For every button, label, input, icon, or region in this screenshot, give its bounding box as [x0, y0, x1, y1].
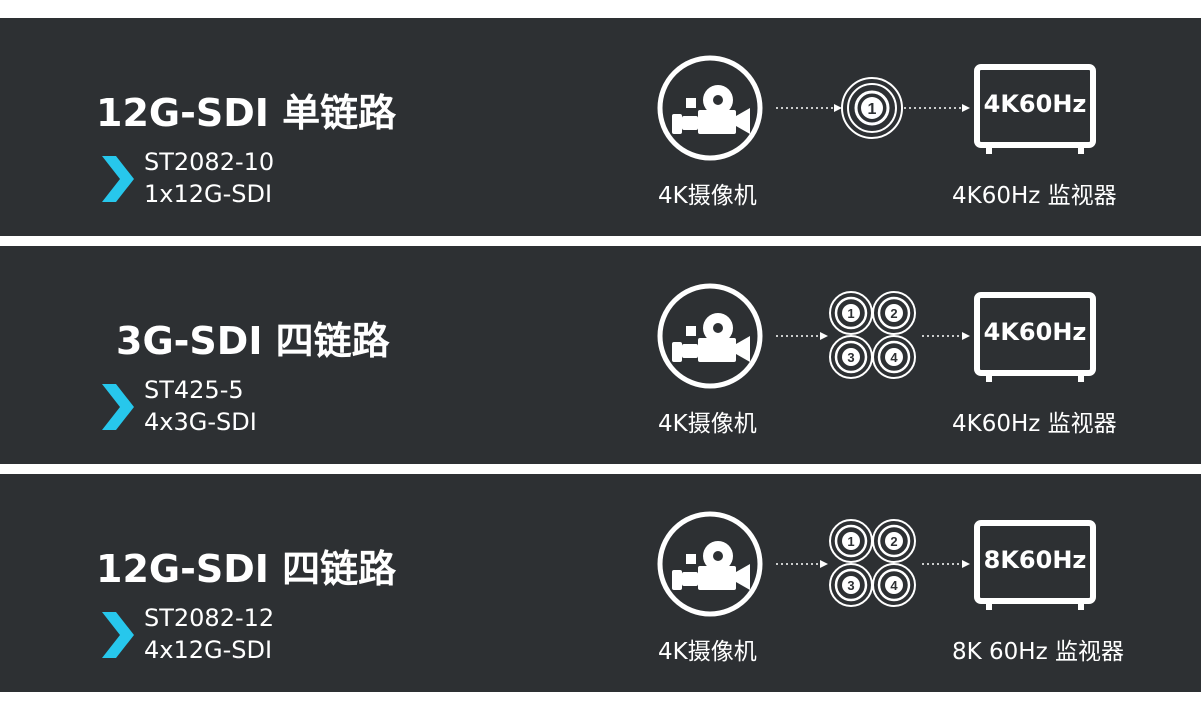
- spec-standard: ST425-5: [144, 376, 244, 404]
- connector-number: 4: [890, 578, 898, 593]
- spec-block: ST2082-12 4x12G-SDI: [144, 602, 274, 666]
- connector-number: 1: [847, 534, 854, 549]
- spec-link: 1x12G-SDI: [144, 180, 273, 208]
- monitor-label: 4K60Hz 监视器: [952, 411, 1117, 437]
- signal-arrow: [922, 332, 970, 340]
- monitor-label: 4K60Hz 监视器: [952, 183, 1117, 209]
- camera-icon: [657, 55, 763, 161]
- panel-3g-quad-link: 3G-SDI 四链路 ST425-5 4x3G-SDI: [0, 246, 1201, 464]
- bnc-connector-group: 1 2 3 4: [829, 291, 916, 379]
- panel-title: 12G-SDI 四链路: [96, 547, 397, 591]
- bnc-connector-2: 2: [872, 519, 916, 563]
- camera-icon: [657, 511, 763, 617]
- connector-number: 2: [890, 306, 897, 321]
- bnc-connector-3: 3: [829, 563, 873, 607]
- monitor-resolution: 4K60Hz: [983, 90, 1087, 118]
- spec-standard: ST2082-10: [144, 148, 275, 176]
- panel-title: 3G-SDI 四链路: [116, 319, 390, 363]
- camera-icon: [657, 283, 763, 389]
- camera-label: 4K摄像机: [658, 639, 757, 665]
- spec-block: ST2082-10 1x12G-SDI: [144, 146, 274, 210]
- signal-arrow: [776, 332, 828, 340]
- bnc-connector-1: 1: [829, 291, 873, 335]
- bnc-connector-4: 4: [872, 335, 916, 379]
- connector-number: 3: [847, 578, 854, 593]
- chevron-right-icon: [102, 156, 134, 202]
- bnc-connector-1: 1: [841, 77, 903, 139]
- signal-arrow: [904, 104, 970, 112]
- camera-label: 4K摄像机: [658, 411, 757, 437]
- spec-link: 4x12G-SDI: [144, 636, 273, 664]
- monitor-icon: 4K60Hz: [974, 292, 1096, 384]
- monitor-resolution: 4K60Hz: [983, 318, 1087, 346]
- bnc-connector-4: 4: [872, 563, 916, 607]
- chevron-right-icon: [102, 384, 134, 430]
- connector-number: 2: [890, 534, 897, 549]
- bnc-connector-1: 1: [829, 519, 873, 563]
- spec-block: ST425-5 4x3G-SDI: [144, 374, 257, 438]
- panel-12g-quad-link: 12G-SDI 四链路 ST2082-12 4x12G-SDI: [0, 474, 1201, 692]
- bnc-connector-2: 2: [872, 291, 916, 335]
- monitor-icon: 4K60Hz: [974, 64, 1096, 156]
- monitor-resolution: 8K60Hz: [983, 546, 1087, 574]
- panel-title: 12G-SDI 单链路: [96, 91, 397, 135]
- signal-arrow: [776, 104, 842, 112]
- signal-diagram: 1 4K60Hz 4K摄像机 4K60Hz 监视器: [640, 18, 1160, 236]
- connector-number: 3: [847, 350, 854, 365]
- bnc-connector-3: 3: [829, 335, 873, 379]
- connector-number: 4: [890, 350, 898, 365]
- bnc-connector-group: 1 2 3 4: [829, 519, 916, 607]
- panel-12g-single-link: 12G-SDI 单链路 ST2082-10 1x12G-SDI: [0, 18, 1201, 236]
- signal-diagram: 1 2 3 4: [640, 246, 1160, 464]
- connector-number: 1: [868, 101, 877, 118]
- signal-diagram: 1 2 3 4: [640, 474, 1160, 692]
- signal-arrow: [776, 560, 828, 568]
- spec-standard: ST2082-12: [144, 604, 275, 632]
- signal-arrow: [922, 560, 970, 568]
- monitor-label: 8K 60Hz 监视器: [952, 639, 1124, 665]
- spec-link: 4x3G-SDI: [144, 408, 257, 436]
- monitor-icon: 8K60Hz: [974, 520, 1096, 612]
- camera-label: 4K摄像机: [658, 183, 757, 209]
- connector-number: 1: [847, 306, 854, 321]
- chevron-right-icon: [102, 612, 134, 658]
